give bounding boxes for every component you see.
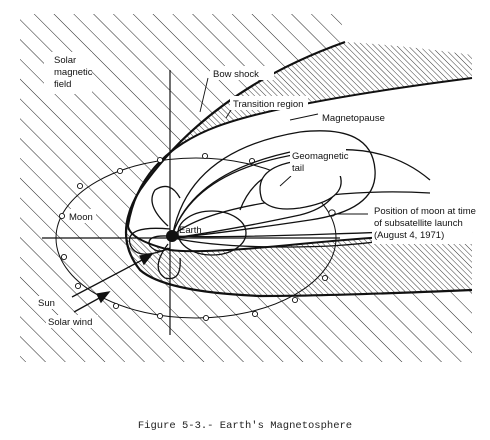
solar-wind-arrow <box>73 291 111 313</box>
moon-label: Moon <box>69 212 93 223</box>
moon-position-label-3: (August 4, 1971) <box>374 230 444 241</box>
moon-position-label-1: Position of moon at time <box>374 206 476 217</box>
sun-label: Sun <box>38 298 55 309</box>
solar-field-region <box>20 14 472 362</box>
magnetopause-label: Magnetopause <box>322 113 385 124</box>
transition-region-band <box>126 42 472 296</box>
earth-dot <box>166 230 178 242</box>
bow-shock-curve <box>124 40 473 298</box>
solar-wind-label: Solar wind <box>48 317 92 328</box>
solar-field-label-1: Solar <box>54 55 76 66</box>
geomagnetic-tail-label-2: tail <box>292 163 304 174</box>
solar-field-label-2: magnetic <box>54 67 93 78</box>
bow-shock-label: Bow shock <box>213 69 259 80</box>
transition-region-label: Transition region <box>233 99 303 110</box>
sun-arrow <box>71 253 154 298</box>
moon-position-label-2: of subsatellite launch <box>374 218 463 229</box>
geomagnetic-tail-label-1: Geomagnetic <box>292 151 349 162</box>
figure-caption: Figure 5-3.- Earth's Magnetosphere <box>138 420 352 432</box>
earth-label: Earth <box>179 225 202 236</box>
solar-field-label-3: field <box>54 79 71 90</box>
